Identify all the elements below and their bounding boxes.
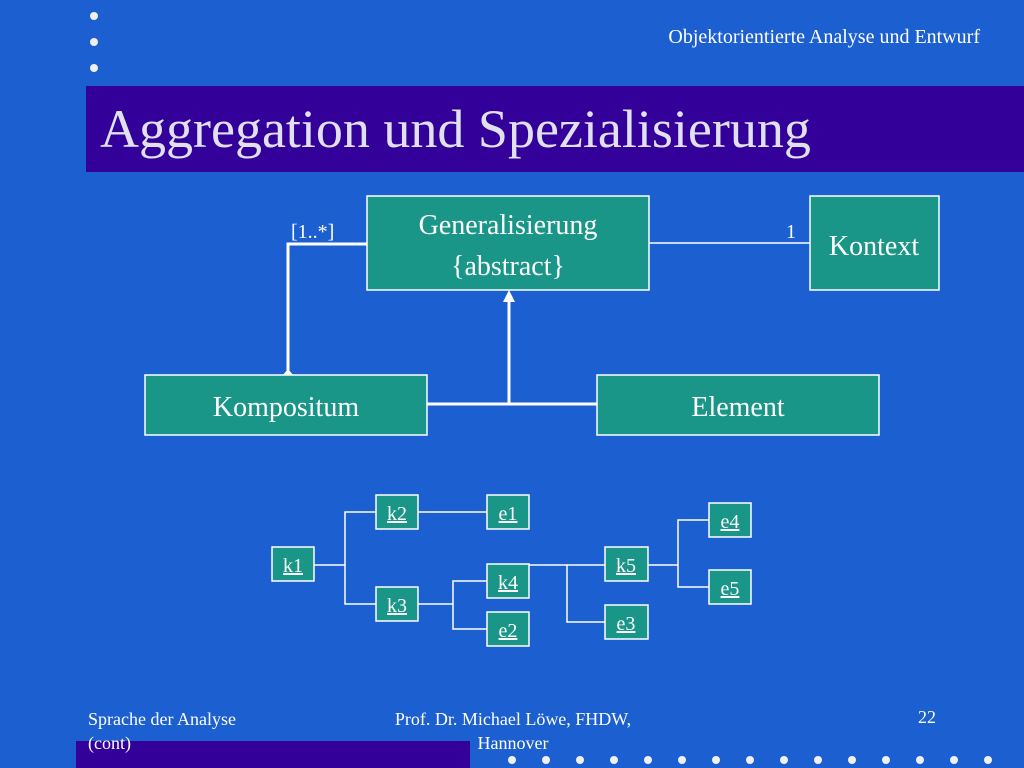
aggregation-line [286,242,367,371]
e1-label: e1 [499,503,518,525]
generalization-arrowhead [503,290,515,302]
footer-author-line1: Prof. Dr. Michael Löwe, FHDW, [394,709,632,729]
instance-e4: e4 [708,502,752,538]
bullet-dot [882,756,890,764]
instance-e5: e5 [708,569,752,605]
footer-left-line2: (cont) [88,733,131,753]
bullet-dot [576,756,584,764]
footer-bar [76,741,470,768]
multiplicity-many: [1..*] [291,221,334,243]
bullet-dot [90,38,98,46]
k1-label: k1 [283,555,303,577]
generalization-line-composite [427,302,511,406]
element-label: Element [691,392,785,423]
instance-k1: k1 [271,546,315,582]
abstract-label: {abstract} [451,251,565,282]
slide-title: Aggregation und Spezialisierung [100,99,811,159]
bullet-dot [610,756,618,764]
instance-e2: e2 [486,611,530,647]
title-bar: Aggregation und Spezialisierung [86,86,1024,172]
multiplicity-one: 1 [786,221,796,243]
kontext-label: Kontext [829,231,919,262]
footer-author-line2: Hannover [477,733,549,753]
bullet-dot [780,756,788,764]
instance-k2: k2 [375,494,419,530]
footer-left-line1: Sprache der Analyse [88,709,236,729]
bullet-dot [848,756,856,764]
kompositum-label: Kompositum [213,392,359,423]
bullet-dot [746,756,754,764]
page-number: 22 [918,707,936,727]
class-kompositum: Kompositum [144,374,428,436]
instance-k4: k4 [486,563,530,599]
footer-left: Sprache der Analyse (cont) [88,707,236,755]
bullet-dot [508,756,516,764]
bullet-dot [712,756,720,764]
instance-k5: k5 [604,546,649,582]
footer-center: Prof. Dr. Michael Löwe, FHDW, Hannover [368,707,658,755]
e3-label: e3 [617,613,636,635]
k2-label: k2 [387,503,407,525]
course-title: Objektorientierte Analyse und Entwurf [668,26,980,48]
k4-label: k4 [498,572,518,594]
bullet-dot [90,64,98,72]
e4-label: e4 [721,511,740,533]
instance-e1: e1 [486,494,530,530]
bullet-dot [984,756,992,764]
k3-label: k3 [387,595,407,617]
generalisierung-label: Generalisierung [419,210,598,241]
e2-label: e2 [499,620,518,642]
class-element: Element [596,374,880,436]
bullet-dot [644,756,652,764]
instance-e3: e3 [604,604,649,640]
class-kontext: Kontext [809,195,940,291]
e5-label: e5 [721,578,740,600]
bullet-dot [90,12,98,20]
bullet-dot [916,756,924,764]
k5-label: k5 [616,555,636,577]
instance-k3: k3 [375,586,419,622]
bullet-dot [542,756,550,764]
bullet-dot [678,756,686,764]
bullet-dot [950,756,958,764]
bullet-dot [814,756,822,764]
class-generalisierung: Generalisierung {abstract} [366,195,650,291]
